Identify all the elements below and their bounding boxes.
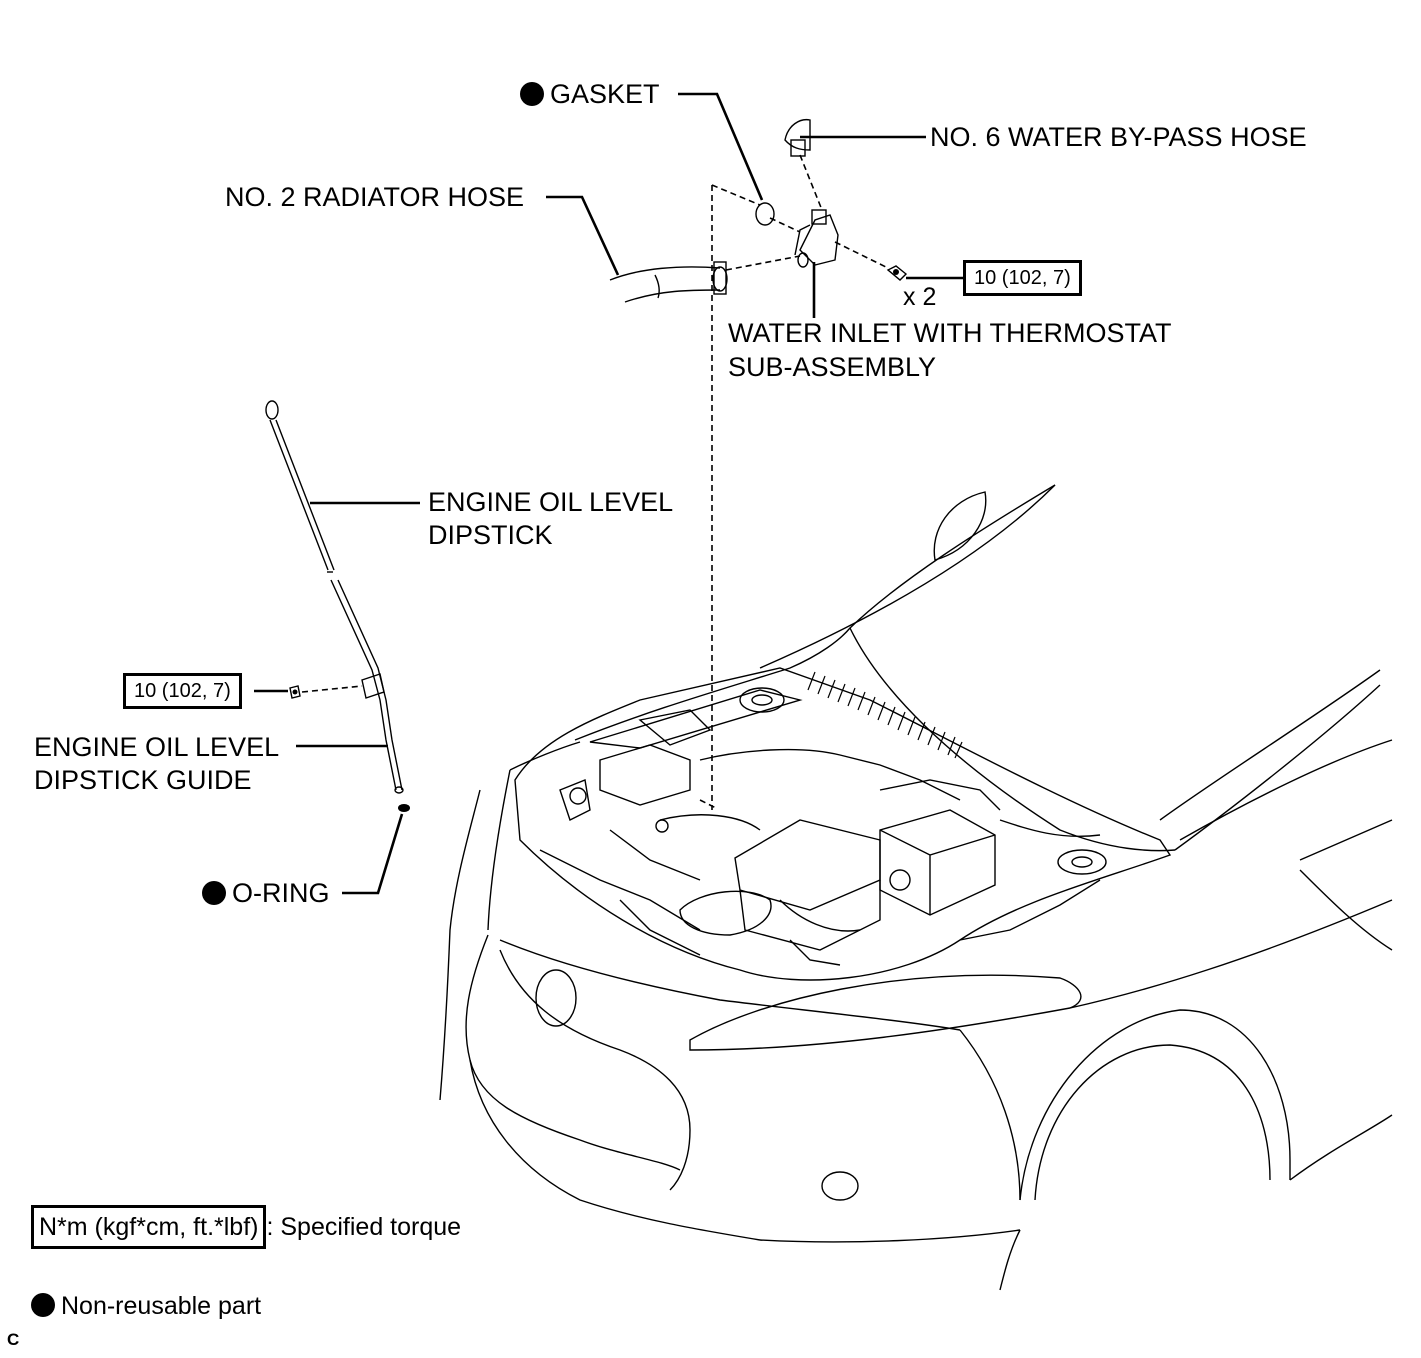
- non-reusable-marker-icon: [520, 82, 544, 106]
- dipstick-label-line2: DIPSTICK: [428, 520, 553, 550]
- gasket-part: [755, 202, 775, 226]
- o-ring-text: O-RING: [232, 878, 330, 908]
- dipstick-part: [265, 400, 335, 573]
- gasket-text: GASKET: [550, 79, 660, 109]
- bolt-count-label: x 2: [903, 283, 937, 311]
- radiator-hose-label: NO. 2 RADIATOR HOSE: [225, 182, 525, 212]
- dipstick-guide-label-line2: DIPSTICK GUIDE: [34, 765, 252, 795]
- water-inlet-torque-box: 10 (102, 7): [963, 260, 1082, 296]
- non-reusable-marker-icon: [31, 1293, 55, 1317]
- torque-legend-text: : Specified torque: [266, 1213, 462, 1241]
- water-inlet-label-line1: WATER INLET WITH THERMOSTAT: [728, 318, 1172, 348]
- water-bypass-hose-label: NO. 6 WATER BY-PASS HOSE: [930, 122, 1307, 152]
- dipstick-guide-part: [330, 579, 404, 794]
- torque-unit-box: N*m (kgf*cm, ft.*lbf): [31, 1205, 267, 1249]
- guide-bolt-part: [289, 685, 301, 699]
- dipstick-guide-label-line1: ENGINE OIL LEVEL: [34, 732, 280, 762]
- non-reusable-marker-icon: [202, 881, 226, 905]
- dipstick-guide-torque-box: 10 (102, 7): [123, 673, 242, 709]
- o-ring-label: O-RING: [202, 877, 330, 910]
- legend-non-reusable: Non-reusable part: [31, 1290, 261, 1323]
- leader-lines: [254, 92, 964, 895]
- assembly-guides: [301, 154, 889, 810]
- water-bypass-hose-part: [784, 118, 811, 157]
- non-reusable-legend-text: Non-reusable part: [61, 1292, 262, 1320]
- corner-code: C: [7, 1330, 20, 1349]
- water-inlet-label-line2: SUB-ASSEMBLY: [728, 352, 937, 382]
- water-inlet-part: [794, 209, 839, 268]
- dipstick-label-line1: ENGINE OIL LEVEL: [428, 487, 674, 517]
- o-ring-part: [398, 804, 410, 812]
- vehicle-outline: [439, 484, 1393, 1291]
- inlet-bolt-part: [886, 265, 908, 281]
- radiator-hose-part: [609, 261, 728, 303]
- engine-bay: [514, 667, 1172, 981]
- gasket-label: GASKET: [520, 78, 660, 111]
- legend-torque: N*m (kgf*cm, ft.*lbf): Specified torque: [31, 1205, 461, 1249]
